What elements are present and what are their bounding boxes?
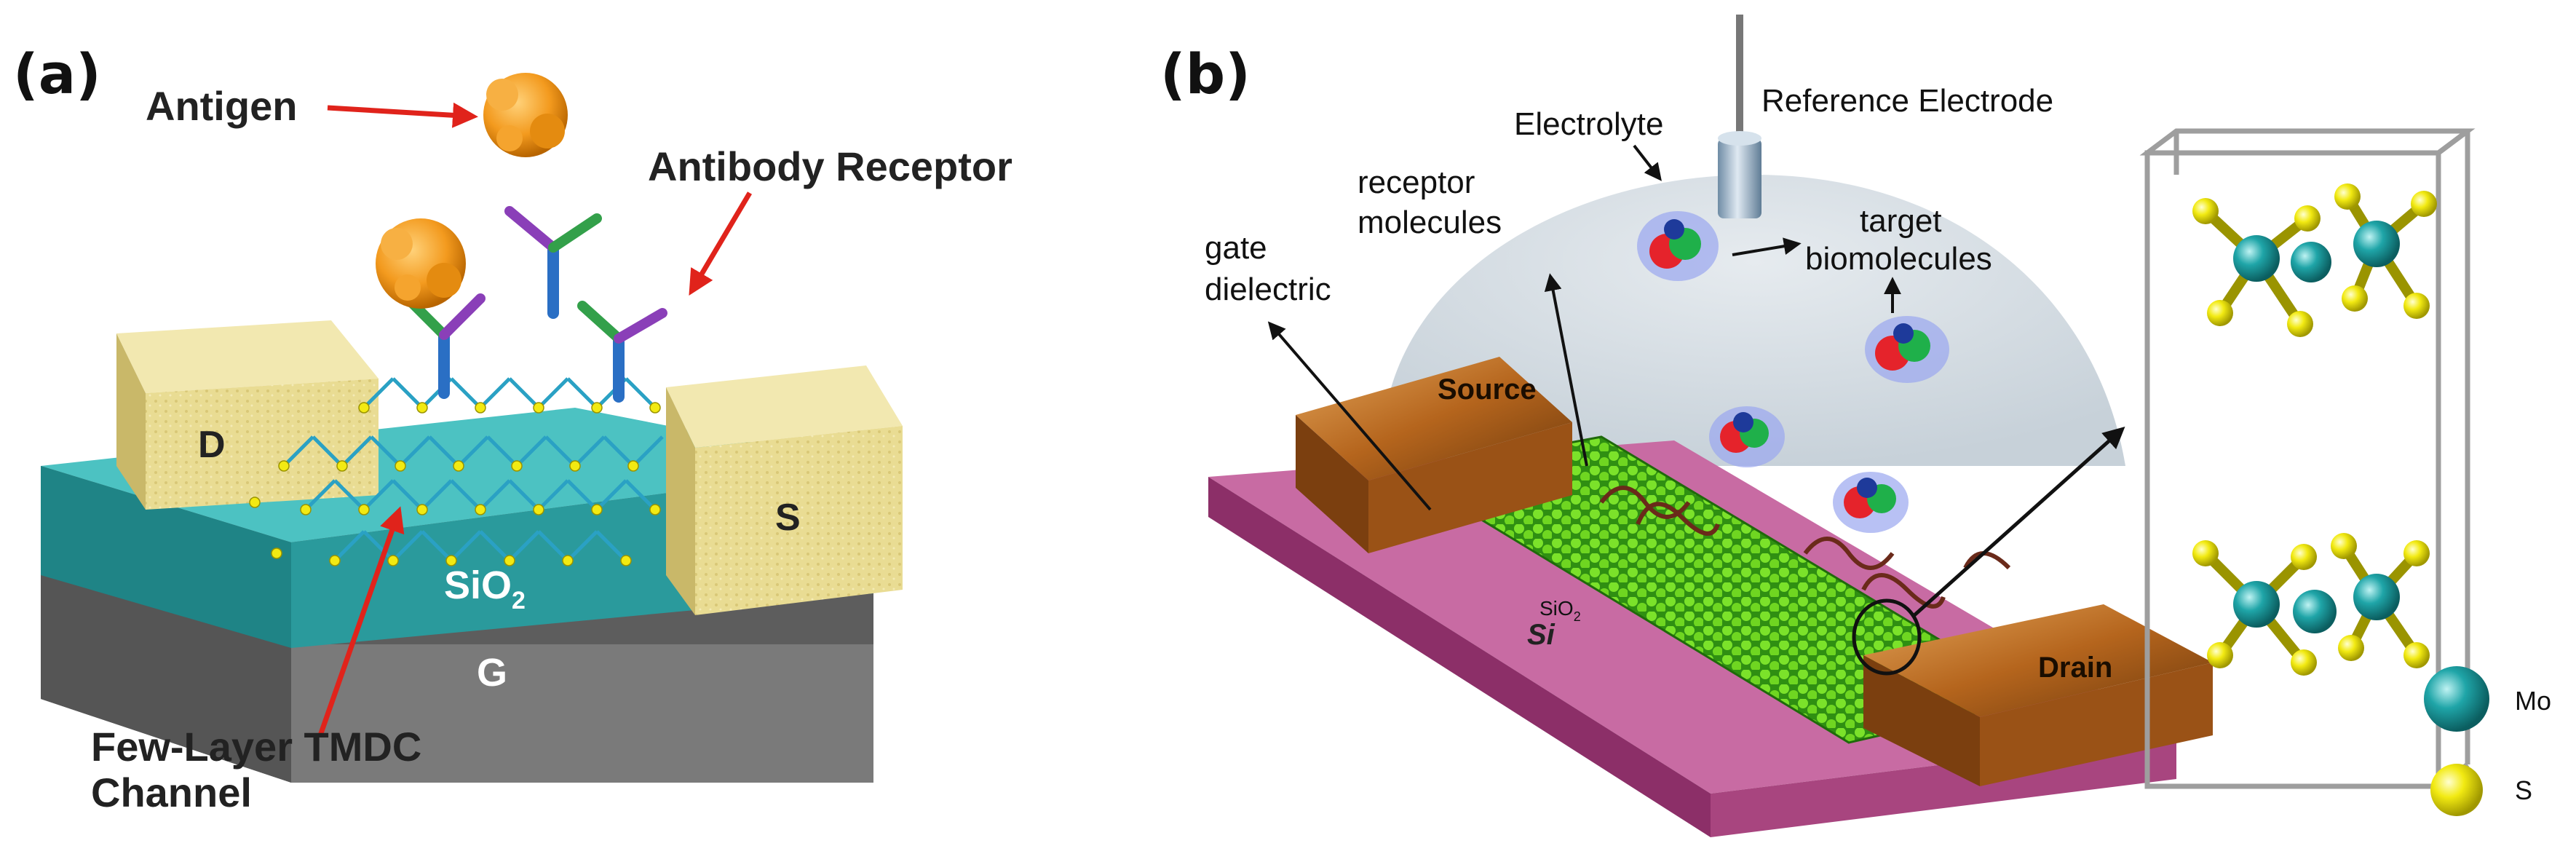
bound-biomolecule xyxy=(1709,406,1785,467)
gate-dielectric-label-line2: dielectric xyxy=(1205,272,1331,307)
receptor-label-line2: molecules xyxy=(1358,205,1502,240)
gate-label: G xyxy=(477,651,507,695)
receptor-arrow xyxy=(1544,273,1588,467)
electrolyte-dome xyxy=(1383,175,2125,466)
bound-biomolecule xyxy=(1833,472,1909,533)
mos2-unit-cell xyxy=(2139,128,2476,789)
panel-b: (b) xyxy=(1160,15,2551,837)
source-label: S xyxy=(775,497,801,539)
tmdc-atoms xyxy=(249,402,661,566)
target-label-line1: target xyxy=(1860,203,1942,239)
zoom-arrow xyxy=(1913,426,2125,617)
source-contact-b xyxy=(1296,357,1572,553)
panel-b-tag: (b) xyxy=(1160,41,1251,106)
oxide-label-sub: 2 xyxy=(512,587,526,614)
reference-electrode xyxy=(1718,15,1761,218)
source-label-b: Source xyxy=(1438,373,1537,406)
antigen-free xyxy=(483,73,568,157)
zoom-circle xyxy=(1852,598,1922,676)
legend-mo-label: Mo xyxy=(2515,686,2551,716)
mos2-mo-atoms xyxy=(2233,221,2400,633)
antibody-receptor xyxy=(504,206,602,319)
target-biomolecule xyxy=(1637,211,1719,281)
channel-label-line1: Few-Layer TMDC xyxy=(91,724,421,770)
legend-mo-swatch xyxy=(2424,666,2489,732)
channel-arrow xyxy=(317,506,405,737)
antibody-receptor-arrow xyxy=(689,191,753,296)
panel-a-tag: (a) xyxy=(13,41,101,106)
gate-dielectric-label-line1: gate xyxy=(1205,230,1267,266)
gate-dielectric-arrow xyxy=(1267,321,1432,511)
panel-a: (a) xyxy=(13,41,1012,815)
antibody-receptors xyxy=(403,206,667,403)
legend: Mo S xyxy=(2424,666,2551,816)
target-label-line2: biomolecules xyxy=(1805,241,1992,277)
antigen-arrow xyxy=(327,102,478,128)
antigen-bound xyxy=(376,218,466,309)
reference-electrode-label: Reference Electrode xyxy=(1761,83,2053,119)
tmdc-channel-lattice xyxy=(282,377,664,562)
source-contact xyxy=(666,365,903,615)
target-biomolecule xyxy=(1865,316,1949,383)
legend-s-swatch xyxy=(2430,764,2483,816)
mos2-s-atoms xyxy=(2192,183,2437,676)
legend-s-label: S xyxy=(2515,775,2532,805)
electrolyte-label: Electrolyte xyxy=(1514,106,1663,142)
channel-label-line2: Channel xyxy=(91,770,252,815)
antibody-receptor xyxy=(577,301,667,403)
oxide-label-b: SiO2 xyxy=(1539,597,1581,624)
electrolyte-arrow xyxy=(1633,144,1662,181)
oxide-b-sub: 2 xyxy=(1574,609,1581,624)
receptor-molecules xyxy=(1599,486,2011,609)
drain-contact xyxy=(116,320,379,510)
antigen-label: Antigen xyxy=(146,83,297,129)
oxide-label-main: SiO xyxy=(444,564,512,607)
oxide-label: SiO2 xyxy=(444,564,526,614)
receptor-label-line1: receptor xyxy=(1358,165,1475,200)
drain-label: D xyxy=(198,424,226,466)
substrate-label: Si xyxy=(1527,619,1555,651)
oxide-b-main: SiO xyxy=(1539,597,1574,620)
drain-contact-b xyxy=(1863,604,2213,786)
drain-label-b: Drain xyxy=(2038,652,2112,684)
antibody-receptor xyxy=(403,293,486,399)
target-arrow-right xyxy=(1732,237,1802,256)
antibody-receptor-label: Antibody Receptor xyxy=(648,143,1012,189)
